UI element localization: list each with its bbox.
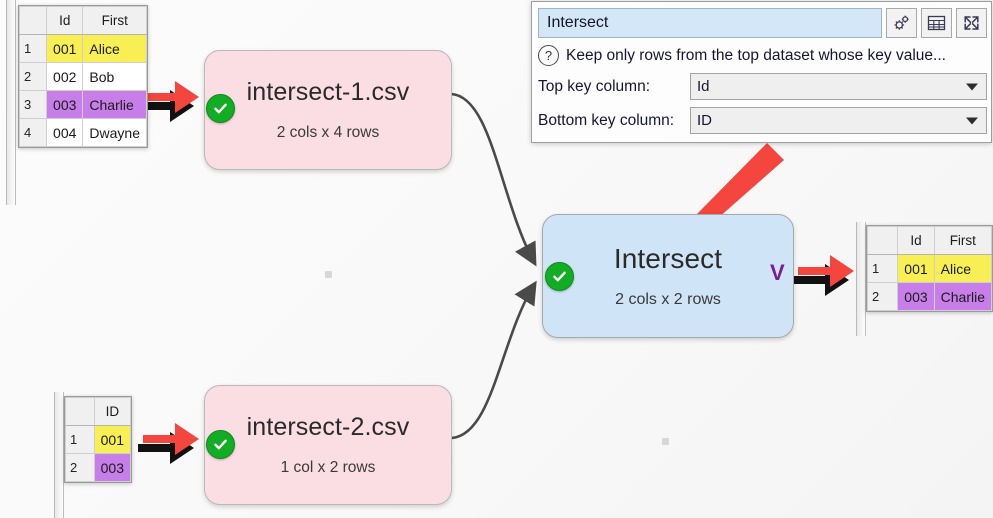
row-number[interactable]: 1 (866, 254, 899, 283)
cell-first[interactable]: Charlie (82, 90, 147, 119)
table-row[interactable]: 2 003 Charlie (866, 282, 993, 311)
cell-first[interactable]: Bob (82, 62, 147, 91)
cell-first[interactable]: Alice (933, 254, 993, 283)
table-header-row: Id First (18, 6, 147, 35)
cell-first[interactable]: Alice (82, 34, 147, 63)
row-number[interactable]: 1 (65, 425, 95, 454)
field-label: Bottom key column: (538, 111, 675, 129)
window-edge-strip-bottom-left (54, 392, 64, 518)
column-header-rownum[interactable] (866, 226, 899, 255)
node-subtitle: 1 col x 2 rows (280, 459, 376, 476)
cell-id[interactable]: 002 (46, 62, 84, 91)
panel-help-text: Keep only rows from the top dataset whos… (566, 46, 946, 64)
status-ok-icon[interactable] (545, 262, 574, 291)
row-number[interactable]: 3 (18, 90, 48, 119)
column-header-id[interactable]: ID (93, 397, 132, 426)
column-header-id[interactable]: Id (46, 6, 84, 35)
cell-id[interactable]: 004 (46, 118, 84, 147)
panel-title-row: Intersect (538, 8, 987, 38)
panel-help-row: ? Keep only rows from the top dataset wh… (538, 45, 987, 66)
table-row[interactable]: 1 001 Alice (18, 34, 147, 63)
node-title: intersect-1.csv (246, 78, 410, 106)
chevron-down-icon (966, 83, 978, 90)
bottom-key-column-select[interactable]: ID (690, 107, 987, 134)
intersect-settings-panel[interactable]: Intersect (531, 1, 992, 143)
top-key-column-select[interactable]: Id (690, 73, 987, 100)
row-number[interactable]: 2 (866, 282, 899, 311)
table-row[interactable]: 3 003 Charlie (18, 90, 147, 119)
field-label: Top key column: (538, 77, 650, 95)
window-edge-strip-top-left (6, 0, 16, 205)
node-source-intersect-1[interactable]: intersect-1.csv 2 cols x 4 rows (204, 50, 452, 170)
table-right-output[interactable]: Id First 1 001 Alice 2 003 Charlie (866, 225, 993, 312)
row-number[interactable]: 1 (18, 34, 48, 63)
cell-first[interactable]: Charlie (933, 282, 993, 311)
table-bottom-left[interactable]: ID 1 001 2 003 (64, 396, 132, 483)
column-header-rownum[interactable] (65, 397, 95, 426)
cell-id[interactable]: 003 (46, 90, 84, 119)
field-bottom-key-column: Bottom key column: ID (538, 107, 987, 134)
node-title: Intersect (613, 243, 723, 274)
row-number[interactable]: 2 (18, 62, 48, 91)
window-edge-strip-right (856, 222, 866, 336)
cell-id[interactable]: 001 (897, 254, 935, 283)
table-row[interactable]: 1 001 (65, 425, 132, 454)
question-circle-icon[interactable]: ? (538, 45, 559, 66)
table-header-row: ID (65, 397, 132, 426)
node-variable-marker[interactable]: V (770, 260, 785, 285)
settings-gears-icon[interactable] (886, 8, 917, 38)
status-ok-icon[interactable] (206, 430, 235, 459)
node-intersect[interactable]: Intersect 2 cols x 2 rows (542, 214, 794, 338)
row-number[interactable]: 2 (65, 453, 95, 482)
node-source-intersect-2[interactable]: intersect-2.csv 1 col x 2 rows (204, 385, 452, 505)
cell-id[interactable]: 001 (46, 34, 84, 63)
panel-title-input[interactable]: Intersect (538, 8, 882, 38)
table-row[interactable]: 4 004 Dwayne (18, 118, 147, 147)
column-header-first[interactable]: First (82, 6, 147, 35)
cell-id[interactable]: 003 (897, 282, 935, 311)
row-number[interactable]: 4 (18, 118, 48, 147)
node-subtitle: 2 cols x 2 rows (615, 291, 721, 308)
table-top-left[interactable]: Id First 1 001 Alice 2 002 Bob 3 003 Cha… (18, 5, 148, 148)
table-grid-icon[interactable] (921, 8, 952, 38)
column-header-first[interactable]: First (933, 226, 993, 255)
table-row[interactable]: 2 003 (65, 453, 132, 482)
field-top-key-column: Top key column: Id (538, 73, 987, 100)
expand-icon[interactable] (956, 8, 987, 38)
table-row[interactable]: 1 001 Alice (866, 254, 993, 283)
table-header-row: Id First (866, 226, 993, 255)
status-ok-icon[interactable] (206, 94, 235, 123)
canvas-grid-dot (325, 271, 332, 278)
select-value: Id (697, 78, 710, 95)
cell-first[interactable]: Dwayne (82, 118, 147, 147)
select-value: ID (697, 112, 712, 129)
cell-id[interactable]: 003 (93, 453, 132, 482)
column-header-rownum[interactable] (18, 6, 48, 35)
chevron-down-icon (966, 117, 978, 124)
node-subtitle: 2 cols x 4 rows (276, 124, 380, 141)
table-row[interactable]: 2 002 Bob (18, 62, 147, 91)
canvas-grid-dot (662, 438, 669, 445)
cell-id[interactable]: 001 (93, 425, 132, 454)
node-title: intersect-2.csv (246, 413, 410, 441)
column-header-id[interactable]: Id (897, 226, 935, 255)
